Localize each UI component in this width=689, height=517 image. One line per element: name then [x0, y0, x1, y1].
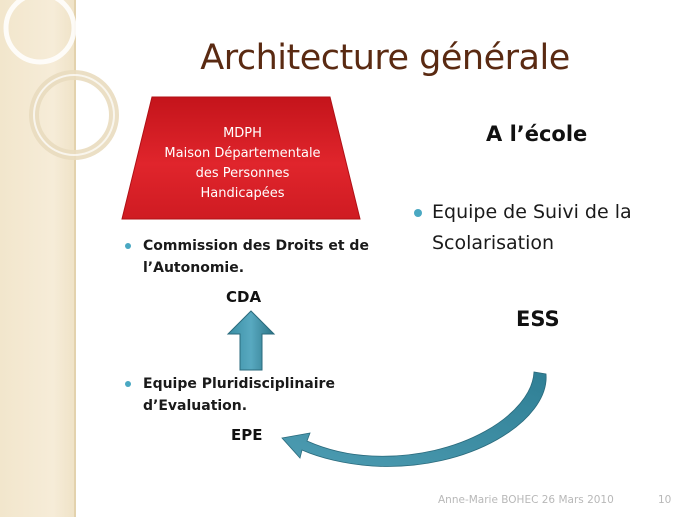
bullet-ess-line-2: Scolarisation [432, 232, 555, 254]
bullet-cda-line-1: Commission des Droits et de [143, 238, 369, 254]
bullet-dot [125, 243, 131, 249]
curved-arrow [281, 371, 547, 467]
abbr-cda: CDA [226, 288, 262, 306]
bullet-dot [125, 381, 131, 387]
bullet-epe: Equipe Pluridisciplinaire d’Evaluation. [125, 373, 335, 417]
page-number: 10 [658, 494, 672, 506]
abbr-epe: EPE [231, 426, 263, 444]
mdph-line-2: Maison Départementale [164, 146, 321, 161]
left-decorative-band [0, 0, 76, 517]
bullet-epe-line-1: Equipe Pluridisciplinaire [143, 376, 335, 392]
footer-author-date: Anne-Marie BOHEC 26 Mars 2010 [438, 494, 614, 506]
bullet-cda: Commission des Droits et de l’Autonomie. [125, 235, 369, 279]
mdph-label: MDPH Maison Départementale des Personnes… [140, 124, 345, 204]
bullet-cda-line-2: l’Autonomie. [143, 260, 245, 276]
bullet-dot [414, 209, 422, 217]
decorative-circles [3, 0, 119, 160]
up-arrow [226, 310, 276, 371]
bullet-ess: Equipe de Suivi de la Scolarisation [414, 197, 672, 259]
abbr-ess: ESS [516, 307, 560, 331]
mdph-line-4: Handicapées [200, 186, 285, 201]
bullet-epe-line-2: d’Evaluation. [143, 398, 248, 414]
mdph-abbr: MDPH [223, 126, 262, 141]
mdph-trapezoid [121, 96, 361, 220]
bullet-ess-line-1: Equipe de Suivi de la [432, 201, 632, 223]
mdph-line-3: des Personnes [195, 166, 290, 181]
slide-title: Architecture générale [200, 38, 570, 78]
right-heading: A l’école [486, 122, 588, 146]
